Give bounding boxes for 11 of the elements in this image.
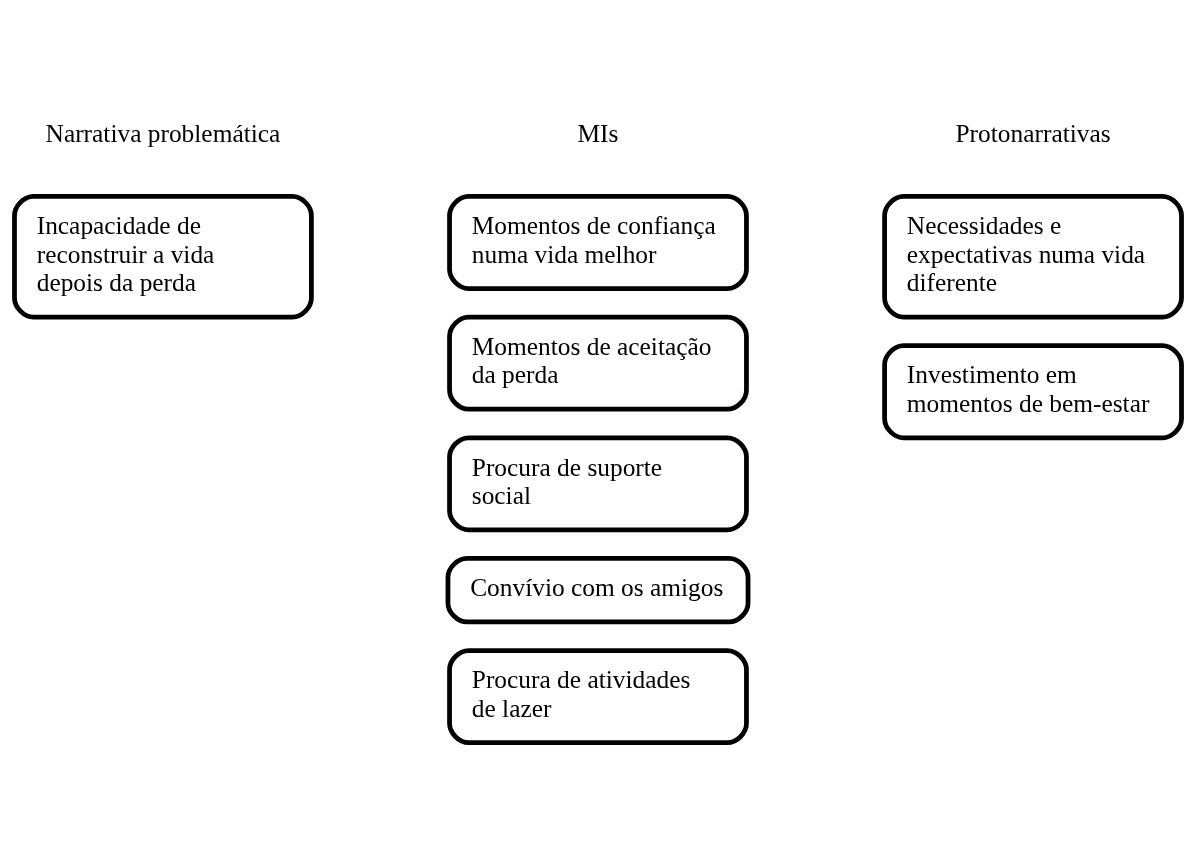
node-box: Momentos de aceitação da perda <box>447 314 749 412</box>
node-box: Procura de atividades de lazer <box>447 648 749 746</box>
node-box: Incapacidade de reconstruir a vida depois da perda <box>12 194 314 320</box>
node-box: Necessidades e expectativas numa vida diferente <box>882 194 1184 320</box>
label: MIs <box>577 119 619 148</box>
label: Narrativa problemática <box>45 119 281 148</box>
node-box: Momentos de confiança numa vida melhor <box>447 194 749 291</box>
label: Protonarrativas <box>955 119 1111 148</box>
node-box: Investimento em momentos de bem-estar <box>882 343 1184 441</box>
node-box: Convívio com os amigos <box>445 556 751 625</box>
node-box: Procura de suporte social <box>447 435 749 533</box>
